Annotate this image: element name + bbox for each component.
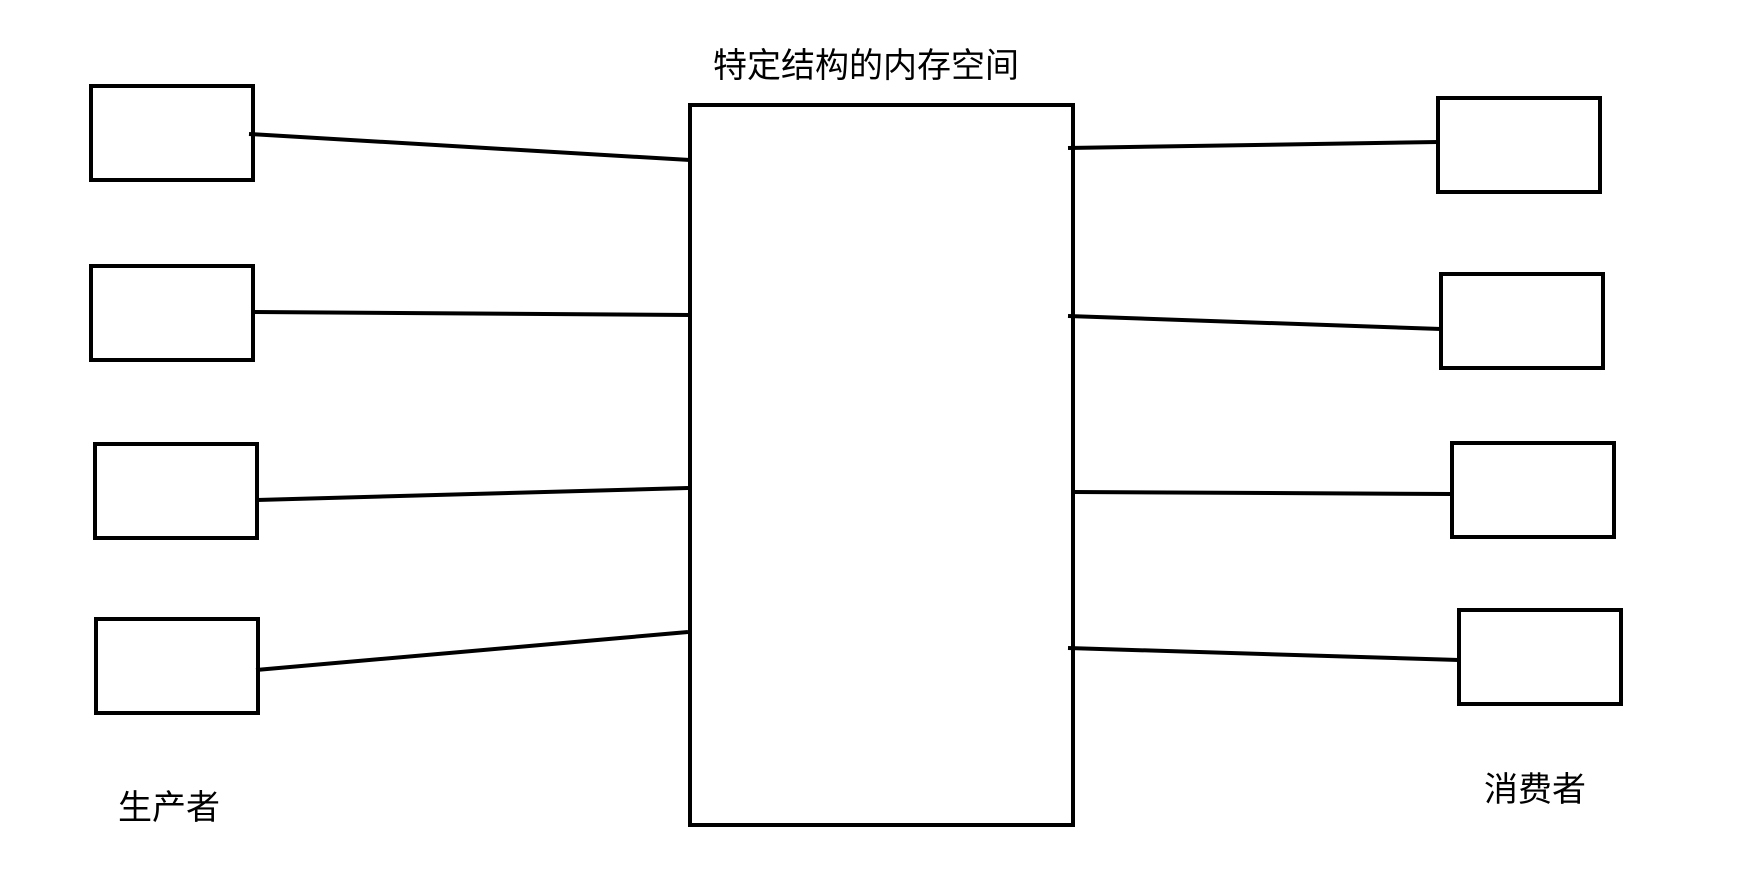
consumer-box-4 [1457, 608, 1623, 706]
producer-connector-3 [256, 486, 689, 502]
consumer-connector-2 [1067, 314, 1442, 331]
producer-box-3 [93, 442, 259, 540]
producer-connector-2 [252, 310, 691, 317]
producer-connector-1 [248, 132, 691, 162]
consumer-connector-3 [1072, 490, 1453, 496]
producer-box-1 [89, 84, 255, 182]
memory-space-title: 特定结构的内存空间 [713, 46, 1019, 86]
producer-box-2 [89, 264, 255, 362]
producers-label: 生产者 [118, 788, 220, 828]
consumers-label: 消费者 [1484, 770, 1586, 810]
consumer-box-2 [1439, 272, 1605, 370]
producer-box-4 [94, 617, 260, 715]
consumer-connector-1 [1067, 140, 1439, 150]
producer-connector-4 [255, 630, 689, 672]
memory-space-block [688, 103, 1075, 827]
consumer-connector-4 [1067, 646, 1460, 662]
consumer-box-1 [1436, 96, 1602, 194]
consumer-box-3 [1450, 441, 1616, 539]
